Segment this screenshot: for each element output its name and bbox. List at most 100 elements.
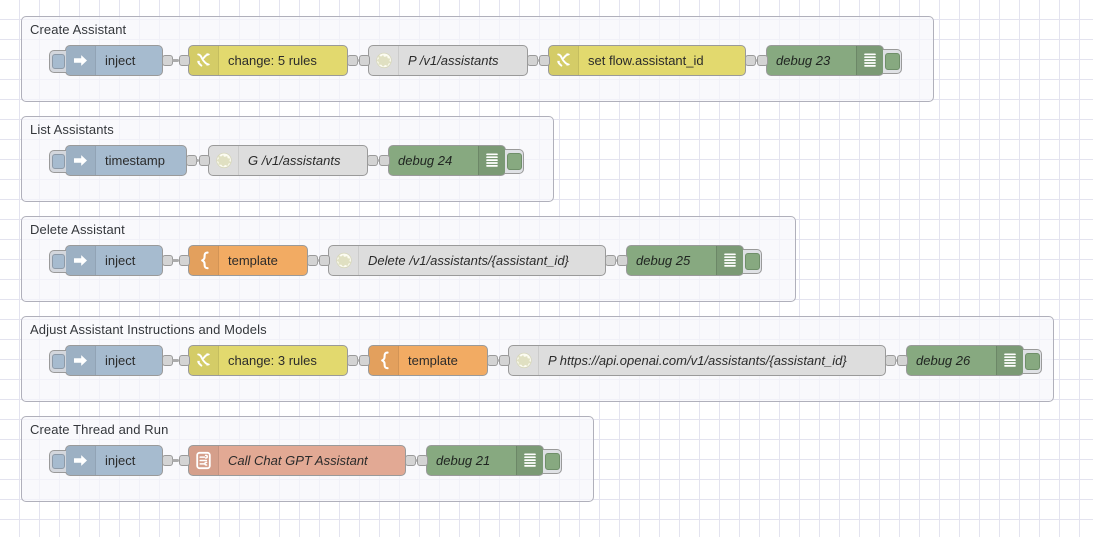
brace-icon (369, 346, 399, 375)
flow-wire[interactable] (415, 459, 417, 462)
brace-icon (189, 246, 219, 275)
flow-wire[interactable] (537, 59, 539, 62)
node-input-port[interactable] (539, 55, 550, 66)
node-debug[interactable]: debug 23 (766, 45, 902, 76)
node-label: template (408, 353, 458, 368)
node-inject[interactable]: inject (49, 445, 163, 476)
node-input-port[interactable] (359, 55, 370, 66)
swap-arrows-icon (189, 346, 219, 375)
debug-toggle-button[interactable] (505, 149, 524, 174)
debug-lines-icon (478, 146, 505, 175)
inject-trigger-button[interactable] (49, 350, 66, 373)
group-label: Create Assistant (30, 22, 127, 37)
node-input-port[interactable] (199, 155, 210, 166)
node-label: debug 24 (398, 153, 453, 168)
node-template[interactable]: template (188, 245, 308, 276)
node-input-port[interactable] (179, 355, 190, 366)
group-label: Delete Assistant (30, 222, 125, 237)
node-input-port[interactable] (359, 355, 370, 366)
flow-wire[interactable] (615, 259, 617, 262)
node-label: inject (105, 453, 136, 468)
flow-wire[interactable] (317, 259, 319, 262)
group-label: Create Thread and Run (30, 422, 169, 437)
function-icon (189, 446, 219, 475)
swap-arrows-icon (549, 46, 579, 75)
node-label: debug 21 (436, 453, 491, 468)
node-label: template (228, 253, 278, 268)
globe-icon (209, 146, 239, 175)
debug-toggle-button[interactable] (883, 49, 902, 74)
flow-wire[interactable] (497, 359, 499, 362)
flow-wire[interactable] (357, 359, 359, 362)
node-label: change: 5 rules (228, 53, 317, 68)
node-label: set flow.assistant_id (588, 53, 704, 68)
node-label: P /v1/assistants (408, 53, 499, 68)
flow-wire[interactable] (196, 159, 199, 162)
flow-wire[interactable] (172, 459, 179, 462)
flow-wire[interactable] (357, 59, 359, 62)
node-input-port[interactable] (379, 155, 390, 166)
inject-trigger-button[interactable] (49, 50, 66, 73)
flow-wire[interactable] (172, 259, 179, 262)
node-label: inject (105, 53, 136, 68)
node-input-port[interactable] (319, 255, 330, 266)
debug-lines-icon (996, 346, 1023, 375)
debug-toggle-button[interactable] (1023, 349, 1042, 374)
debug-toggle-button[interactable] (543, 449, 562, 474)
node-http_request[interactable]: P https://api.openai.com/v1/assistants/{… (508, 345, 886, 376)
debug-lines-icon (516, 446, 543, 475)
node-template[interactable]: template (368, 345, 488, 376)
node-label: G /v1/assistants (248, 153, 341, 168)
node-label: debug 26 (916, 353, 971, 368)
node-inject[interactable]: inject (49, 345, 163, 376)
node-inject[interactable]: inject (49, 45, 163, 76)
node-change[interactable]: change: 3 rules (188, 345, 348, 376)
swap-arrows-icon (189, 46, 219, 75)
inject-arrow-icon (66, 346, 96, 375)
node-http_request[interactable]: P /v1/assistants (368, 45, 528, 76)
node-input-port[interactable] (757, 55, 768, 66)
node-http_request[interactable]: G /v1/assistants (208, 145, 368, 176)
debug-toggle-button[interactable] (743, 249, 762, 274)
node-input-port[interactable] (897, 355, 908, 366)
node-label: change: 3 rules (228, 353, 317, 368)
flow-wire[interactable] (377, 159, 379, 162)
node-debug[interactable]: debug 24 (388, 145, 524, 176)
node-input-port[interactable] (179, 55, 190, 66)
node-change[interactable]: change: 5 rules (188, 45, 348, 76)
debug-lines-icon (856, 46, 883, 75)
node-input-port[interactable] (617, 255, 628, 266)
node-label: debug 23 (776, 53, 831, 68)
node-http_request[interactable]: Delete /v1/assistants/{assistant_id} (328, 245, 606, 276)
inject-arrow-icon (66, 246, 96, 275)
group-label: List Assistants (30, 122, 114, 137)
node-input-port[interactable] (179, 455, 190, 466)
node-inject[interactable]: inject (49, 245, 163, 276)
globe-icon (509, 346, 539, 375)
node-label: debug 25 (636, 253, 691, 268)
node-label: timestamp (105, 153, 165, 168)
flow-wire[interactable] (172, 59, 179, 62)
node-debug[interactable]: debug 25 (626, 245, 762, 276)
node-change[interactable]: set flow.assistant_id (548, 45, 746, 76)
node-label: Call Chat GPT Assistant (228, 453, 368, 468)
node-function[interactable]: Call Chat GPT Assistant (188, 445, 406, 476)
node-input-port[interactable] (417, 455, 428, 466)
node-label: Delete /v1/assistants/{assistant_id} (368, 253, 569, 268)
inject-trigger-button[interactable] (49, 150, 66, 173)
flow-wire[interactable] (895, 359, 897, 362)
node-label: inject (105, 253, 136, 268)
node-input-port[interactable] (499, 355, 510, 366)
node-debug[interactable]: debug 26 (906, 345, 1042, 376)
node-input-port[interactable] (179, 255, 190, 266)
inject-arrow-icon (66, 46, 96, 75)
inject-trigger-button[interactable] (49, 250, 66, 273)
globe-icon (369, 46, 399, 75)
inject-trigger-button[interactable] (49, 450, 66, 473)
flow-wire[interactable] (755, 59, 757, 62)
inject-arrow-icon (66, 146, 96, 175)
node-debug[interactable]: debug 21 (426, 445, 562, 476)
node-inject[interactable]: timestamp (49, 145, 187, 176)
flow-wire[interactable] (172, 359, 179, 362)
